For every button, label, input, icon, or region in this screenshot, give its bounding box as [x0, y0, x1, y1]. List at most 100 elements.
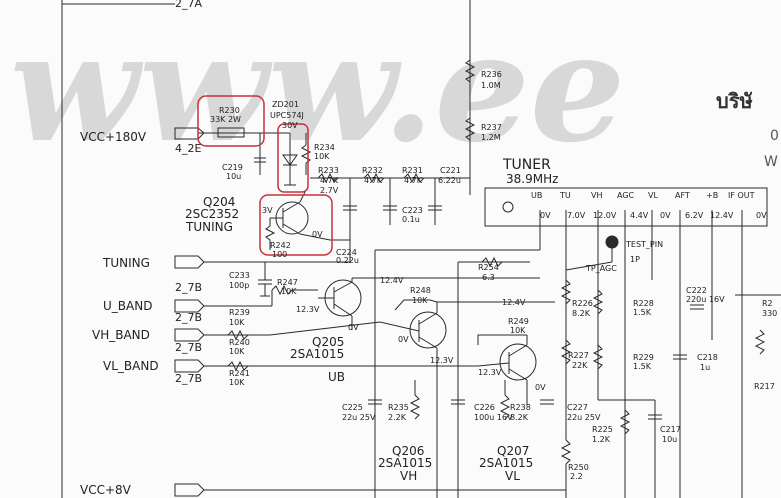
- watermark-thai: บริษั: [716, 89, 753, 113]
- highlight-r230: [197, 95, 265, 147]
- r247-label: R247: [277, 278, 298, 287]
- tuner-freq: 38.9MHz: [506, 172, 558, 186]
- tuner-volt-3: 4.4V: [630, 211, 649, 220]
- r233-value: 4.7K: [320, 176, 339, 185]
- r239-value: 10K: [229, 318, 245, 327]
- tuner-pin-ub: UB: [531, 191, 542, 200]
- v27-label: 2.7V: [320, 186, 339, 195]
- q207-label: Q207: [497, 444, 529, 458]
- q207-function: VL: [505, 469, 520, 483]
- q205-function: UB: [328, 370, 345, 384]
- c221-value: 6.22u: [438, 176, 461, 185]
- q205-label: Q205: [312, 335, 344, 349]
- r237-value: 1.2M: [481, 133, 501, 142]
- c222-label: C222: [686, 286, 707, 295]
- watermark-text: www.ee: [10, 0, 625, 176]
- r233-label: R233: [318, 166, 339, 175]
- tp-agc-label: TP_AGC: [585, 264, 617, 273]
- r234-value: 10K: [314, 152, 330, 161]
- q206-label: Q206: [392, 444, 424, 458]
- r240-label: R240: [229, 338, 250, 347]
- r231-value: 4.7K: [404, 176, 423, 185]
- input-tuning-net: 2_7B: [175, 281, 202, 294]
- r225-label: R225: [592, 425, 613, 434]
- r248-value: 10K: [412, 296, 428, 305]
- c224-label: C224: [336, 248, 357, 257]
- c225-label: C225: [342, 403, 363, 412]
- tuner-title: TUNER: [502, 157, 551, 173]
- r241-value: 10K: [229, 378, 245, 387]
- c218-value: 1u: [700, 363, 710, 372]
- c218-label: C218: [697, 353, 718, 362]
- r229-label: R229: [633, 353, 654, 362]
- r250-label: R250: [568, 463, 589, 472]
- c226-value: 100u 16V: [474, 413, 513, 422]
- v123b-label: 12.3V: [430, 356, 454, 365]
- r241-label: R241: [229, 369, 250, 378]
- r225-value: 1.2K: [592, 435, 611, 444]
- r240-value: 10K: [229, 347, 245, 356]
- c233-label: C233: [229, 271, 250, 280]
- v0b-label: 0V: [348, 323, 359, 332]
- q204-v0: 0V: [312, 230, 323, 239]
- tuner-volt-1: 7.0V: [567, 211, 586, 220]
- r234-label: R234: [314, 143, 335, 152]
- r229-value: 1.5K: [633, 362, 652, 371]
- c217-label: C217: [660, 425, 681, 434]
- r2x-value: 330: [762, 309, 777, 318]
- c217-value: 10u: [662, 435, 677, 444]
- r239-label: R239: [229, 308, 250, 317]
- tuner-pin-aft: AFT: [675, 191, 690, 200]
- r236-label: R236: [481, 70, 502, 79]
- r232-value: 4.7K: [364, 176, 383, 185]
- tuner-pin-vh: VH: [591, 191, 603, 200]
- watermark-frag1: 0: [770, 128, 779, 144]
- c225-value: 22u 25V: [342, 413, 376, 422]
- vcc8-label: VCC+8V: [80, 483, 132, 497]
- c227-value: 22u 25V: [567, 413, 601, 422]
- q205-type: 2SA1015: [290, 347, 344, 361]
- r249-value: 10K: [510, 326, 526, 335]
- q204-v3: 3V: [262, 206, 273, 215]
- r226-label: R226: [572, 299, 593, 308]
- v30-label: 30V: [282, 121, 298, 130]
- input-uband-label: U_BAND: [103, 299, 152, 313]
- zd201-label: ZD201: [272, 100, 299, 109]
- c224-value: 0.22u: [336, 256, 359, 265]
- v0d-label: 0V: [535, 383, 546, 392]
- v0c-label: 0V: [398, 335, 409, 344]
- q204-label: Q204: [203, 195, 235, 209]
- highlight-zd201: [277, 123, 309, 193]
- input-vhband-net: 2_7B: [175, 341, 202, 354]
- c223-label: C223: [402, 206, 423, 215]
- r235-value: 2.2K: [388, 413, 407, 422]
- input-vlband-net: 2_7B: [175, 372, 202, 385]
- tuner-volt-6: 12.4V: [710, 211, 734, 220]
- c219-label: C219: [222, 163, 243, 172]
- r230-label: R230: [219, 106, 240, 115]
- q204-type: 2SC2352: [185, 207, 239, 221]
- c226-label: C226: [474, 403, 495, 412]
- input-tuning-label: TUNING: [102, 256, 150, 270]
- r242-value: 100: [272, 250, 287, 259]
- r232-label: R232: [362, 166, 383, 175]
- c222-value: 220u 16V: [686, 295, 725, 304]
- r228-label: R228: [633, 299, 654, 308]
- tp-value: 1P: [630, 255, 640, 264]
- zd201-value: UPC574J: [270, 111, 304, 120]
- r254-value: 6.3: [482, 273, 495, 282]
- r242-label: R242: [270, 241, 291, 250]
- r250-value: 2.2: [570, 472, 583, 481]
- q206-type: 2SA1015: [378, 456, 432, 470]
- v124a-label: 12.4V: [380, 276, 404, 285]
- r236-value: 1.0M: [481, 81, 501, 90]
- tuner-volt-7: 0V: [756, 211, 767, 220]
- r237-label: R237: [481, 123, 502, 132]
- r248-label: R248: [410, 286, 431, 295]
- top-label: 2_7A: [175, 0, 202, 10]
- tuner-volt-2: 12.0V: [593, 211, 617, 220]
- r235-label: R235: [388, 403, 409, 412]
- r2x-label: R2: [762, 299, 773, 308]
- c223-value: 0.1u: [402, 215, 420, 224]
